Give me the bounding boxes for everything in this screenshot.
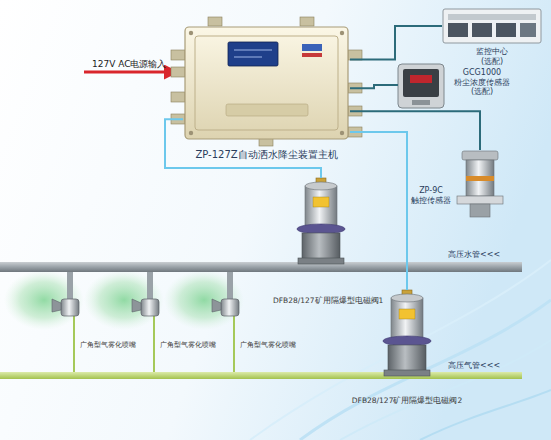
monitor-screen: [448, 23, 468, 37]
dust-sensor-body: [398, 64, 444, 108]
cable-gland: [300, 17, 314, 26]
host-display: [228, 42, 278, 66]
cable-gland: [208, 17, 222, 26]
pipe-label: 高压气管<<<: [448, 361, 500, 371]
device-label: GCG1000 粉尘浓度传感器 (选配): [454, 68, 510, 97]
nozzle-body: [141, 299, 159, 316]
nozzle-pipe: [227, 272, 233, 300]
nozzle-body: [221, 299, 239, 316]
air-hose: [153, 316, 155, 372]
touch-sensor-bracket: [457, 196, 503, 204]
spray-mist: [4, 270, 84, 330]
nozzle-pipe: [147, 272, 153, 300]
cable-gland: [171, 67, 185, 77]
power-input-line: [84, 71, 176, 74]
water-pipe: [0, 262, 522, 272]
cable-connector: [350, 85, 398, 88]
bolt: [189, 131, 193, 135]
solenoid-valve-node: DFB28/127矿用隔爆型电磁阀1: [295, 178, 347, 268]
touch-sensor-body: [466, 160, 494, 196]
monitor-screen: [520, 23, 536, 37]
cable-connector: [350, 26, 442, 60]
device-label: DFB28/127矿用隔爆型电磁阀1: [273, 296, 383, 305]
nozzle-label: 广角型气雾化喷嘴: [160, 342, 216, 350]
nozzle-tip: [212, 299, 221, 312]
cable-gland: [171, 92, 185, 102]
cable-connector: [165, 119, 321, 178]
touch-sensor-band: [466, 176, 494, 181]
solenoid-valve: [383, 290, 431, 376]
touch-sensor: ZP-9C 触控传感器: [455, 150, 505, 218]
cable-gland: [171, 50, 185, 60]
touch-sensor-cap: [462, 151, 498, 160]
nozzle-tip: [132, 299, 141, 312]
display-line: [234, 57, 262, 58]
monitor-screen: [472, 23, 492, 37]
enclosure-plate: [226, 104, 308, 116]
device-label: DFB28/127矿用隔爆型电磁阀2: [352, 396, 462, 405]
display-line: [234, 50, 272, 51]
solenoid-valve-node: DFB28/127矿用隔爆型电磁阀2: [382, 290, 432, 382]
spray-mist: [84, 270, 164, 330]
nozzle-tip: [52, 299, 61, 312]
host-unit: ZP-127Z自动洒水降尘装置主机: [183, 25, 350, 140]
bolt: [340, 131, 344, 135]
air-hose: [233, 316, 235, 372]
nozzle-pipe: [67, 272, 73, 300]
bolt: [189, 31, 193, 35]
pipe-label: 高压水管<<<: [448, 250, 500, 260]
nameplate: [302, 44, 322, 51]
host-enclosure: [185, 27, 348, 139]
monitoring-center: 监控中心 (选配): [442, 8, 542, 44]
dust-sensor-display: [410, 75, 432, 83]
cable-connector: [350, 111, 480, 150]
nameplate: [302, 53, 322, 57]
monitor-screen: [496, 23, 516, 37]
solenoid-valve: [297, 178, 345, 264]
background-wave: [250, 260, 551, 440]
monitor-panel: [443, 9, 541, 43]
touch-sensor-mount: [470, 204, 490, 217]
bolt: [340, 31, 344, 35]
dust-sensor: GCG1000 粉尘浓度传感器 (选配): [398, 62, 444, 108]
dust-sensor-base: [412, 100, 430, 105]
nozzle-body: [61, 299, 79, 316]
power-input-label: 127V AC电源输入: [92, 59, 166, 70]
cable-connector: [350, 132, 407, 290]
air-hose: [73, 316, 75, 372]
dust-sensor-face: [403, 69, 439, 97]
device-label: ZP-127Z自动洒水降尘装置主机: [195, 149, 337, 161]
nozzle-label: 广角型气雾化喷嘴: [240, 342, 296, 350]
monitor-row: [448, 14, 536, 20]
enclosure-lid: [195, 36, 338, 130]
nozzle-label: 广角型气雾化喷嘴: [80, 342, 136, 350]
air-pipe: [0, 372, 522, 379]
device-label: 监控中心 (选配): [476, 47, 508, 66]
background-wave: [340, 340, 551, 440]
device-label: ZP-9C 触控传感器: [411, 186, 451, 205]
spray-mist: [164, 270, 244, 330]
